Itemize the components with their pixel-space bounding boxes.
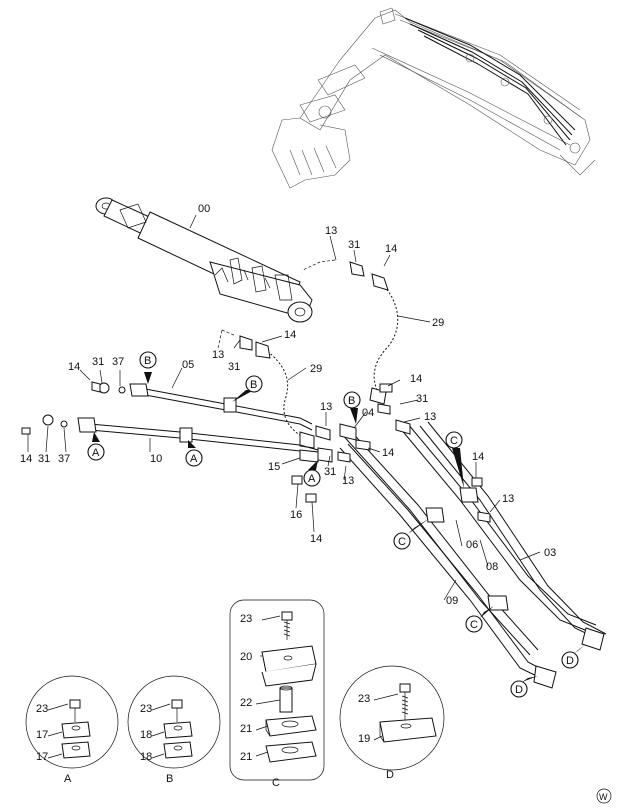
detail-c-22: 22 xyxy=(240,697,252,709)
marker-a-left: A xyxy=(87,432,105,461)
label-14: 14 xyxy=(410,373,422,385)
callout-labels: 00 13 31 14 29 14 13 31 29 14 31 37 05 1… xyxy=(20,203,556,607)
label-15: 15 xyxy=(268,461,280,473)
label-13: 13 xyxy=(212,349,224,361)
excavator-boom-illustration xyxy=(271,7,596,189)
detail-c-20: 20 xyxy=(240,651,252,663)
detail-d-19: 19 xyxy=(358,733,370,745)
section-markers: B B A A B A C xyxy=(87,351,586,698)
label-31: 31 xyxy=(228,361,240,373)
detail-a-caption: A xyxy=(64,773,72,785)
svg-text:B: B xyxy=(250,379,257,391)
label-13: 13 xyxy=(342,475,354,487)
marker-c-low: C xyxy=(465,606,494,633)
svg-text:A: A xyxy=(308,473,316,485)
label-31: 31 xyxy=(324,466,336,478)
label-14: 14 xyxy=(472,451,484,463)
label-03: 03 xyxy=(544,547,556,559)
detail-d-23: 23 xyxy=(358,693,370,705)
label-14: 14 xyxy=(284,329,296,341)
leader-lines xyxy=(27,214,541,601)
svg-text:W: W xyxy=(599,792,608,802)
label-31: 31 xyxy=(38,453,50,465)
detail-c-21: 21 xyxy=(240,723,252,735)
marker-a-center: A xyxy=(303,460,321,487)
detail-a-17: 17 xyxy=(36,751,48,763)
label-29: 29 xyxy=(310,363,322,375)
detail-b-18: 18 xyxy=(140,729,152,741)
label-16: 16 xyxy=(290,509,302,521)
label-14: 14 xyxy=(68,361,80,373)
svg-text:C: C xyxy=(450,435,458,447)
detail-b-caption: B xyxy=(166,773,173,785)
svg-text:C: C xyxy=(398,536,406,548)
detail-a: 23 17 17 A xyxy=(25,675,119,785)
svg-text:B: B xyxy=(144,355,151,367)
label-14: 14 xyxy=(382,447,394,459)
label-13: 13 xyxy=(320,401,332,413)
label-31: 31 xyxy=(92,356,104,368)
label-14: 14 xyxy=(385,243,397,255)
detail-b: 23 18 18 B xyxy=(127,675,221,785)
detail-d-caption: D xyxy=(386,769,394,781)
svg-text:D: D xyxy=(566,655,574,667)
left-pipes xyxy=(21,381,319,457)
detail-c-21: 21 xyxy=(240,751,252,763)
right-pipes xyxy=(339,403,607,689)
label-29: 29 xyxy=(432,317,444,329)
svg-text:A: A xyxy=(92,447,100,459)
bucket-cylinder xyxy=(95,197,313,323)
corner-mark: W xyxy=(596,788,612,804)
label-13: 13 xyxy=(325,225,337,237)
label-31: 31 xyxy=(416,393,428,405)
svg-text:C: C xyxy=(470,619,478,631)
detail-c-caption: C xyxy=(272,777,280,789)
detail-b-18: 18 xyxy=(140,751,152,763)
label-05: 05 xyxy=(182,359,194,371)
label-14: 14 xyxy=(20,453,32,465)
center-fittings xyxy=(291,383,393,503)
svg-text:B: B xyxy=(348,395,355,407)
marker-b-center: B xyxy=(343,391,361,424)
label-10: 10 xyxy=(150,453,162,465)
detail-d: 23 19 D xyxy=(339,665,445,781)
svg-text:A: A xyxy=(190,453,198,465)
marker-c-top: C xyxy=(445,431,464,488)
detail-a-17: 17 xyxy=(36,729,48,741)
hoses xyxy=(239,261,400,449)
detail-c: 23 20 22 21 21 C xyxy=(229,599,325,789)
detail-c-23: 23 xyxy=(240,613,252,625)
label-14: 14 xyxy=(310,533,322,545)
label-37: 37 xyxy=(58,453,70,465)
label-37: 37 xyxy=(112,356,124,368)
marker-d-right: D xyxy=(561,644,586,669)
label-09: 09 xyxy=(446,595,458,607)
label-04: 04 xyxy=(362,407,374,419)
marker-b-mid: B xyxy=(232,375,263,402)
svg-text:D: D xyxy=(515,684,523,696)
label-13: 13 xyxy=(424,411,436,423)
label-13: 13 xyxy=(502,493,514,505)
label-08: 08 xyxy=(486,561,498,573)
label-31: 31 xyxy=(348,239,360,251)
marker-b-top: B xyxy=(139,351,157,384)
label-00: 00 xyxy=(198,203,210,215)
marker-c-mid: C xyxy=(393,518,430,550)
label-06: 06 xyxy=(466,539,478,551)
detail-b-23: 23 xyxy=(140,703,152,715)
marker-d-left: D xyxy=(510,676,538,698)
detail-a-23: 23 xyxy=(36,703,48,715)
marker-a-mid: A xyxy=(185,440,203,467)
